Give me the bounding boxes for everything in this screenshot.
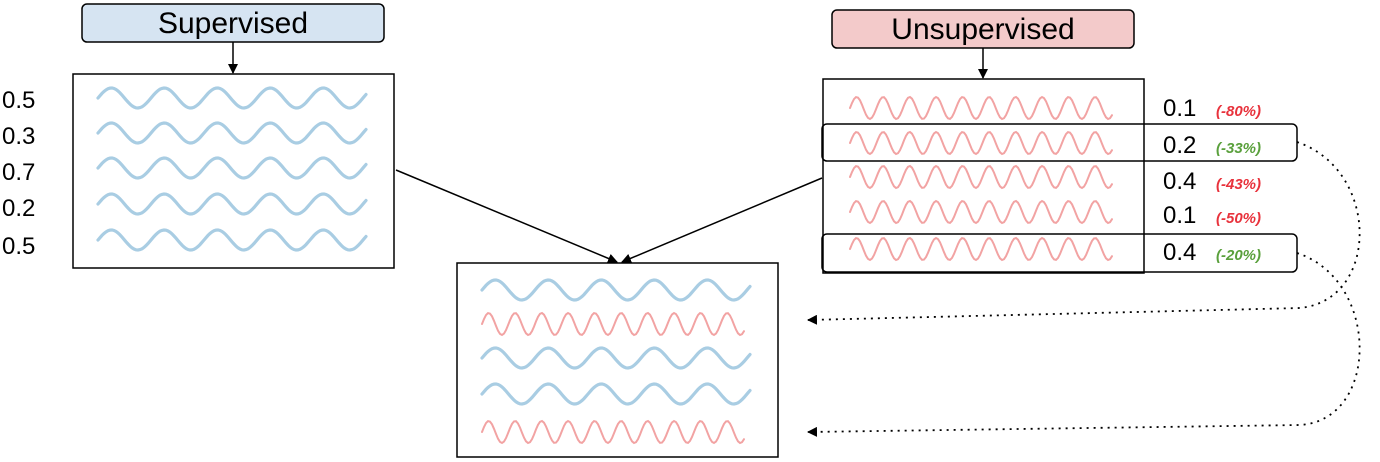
supervised-header: Supervised bbox=[81, 3, 385, 43]
unsupervised-wave bbox=[849, 236, 1113, 262]
supervised-waves bbox=[96, 86, 368, 252]
unsupervised-weight: 0.4 bbox=[1163, 239, 1196, 266]
unsupervised-weight: 0.1 bbox=[1163, 202, 1196, 229]
supervised-header-label: Supervised bbox=[158, 7, 308, 40]
unsupervised-wave bbox=[849, 164, 1113, 190]
supervised-weight: 0.7 bbox=[2, 159, 35, 186]
unsupervised-change: (-50%) bbox=[1216, 210, 1261, 227]
unsupervised-to-merged-arrow bbox=[621, 177, 823, 264]
unsupervised-weight: 0.1 bbox=[1163, 95, 1196, 122]
selected-row-dotted-arrow bbox=[807, 141, 1361, 325]
merged-unsupervised-wave bbox=[481, 311, 745, 337]
unsupervised-change: (-80%) bbox=[1216, 103, 1261, 120]
merged-supervised-wave bbox=[480, 346, 752, 370]
selected-row-dotted-arrow bbox=[807, 252, 1361, 437]
unsupervised-wave bbox=[849, 95, 1113, 121]
unsupervised-wave bbox=[849, 199, 1113, 225]
supervised-wave bbox=[96, 121, 368, 145]
merged-supervised-wave bbox=[480, 278, 752, 302]
supervised-wave bbox=[96, 156, 368, 180]
unsupervised-waves bbox=[849, 95, 1113, 262]
unsupervised-change: (-20%) bbox=[1216, 247, 1261, 264]
supervised-weight: 0.5 bbox=[2, 233, 35, 260]
supervised-wave bbox=[96, 192, 368, 216]
unsupervised-row-label: 0.4 (-43%) bbox=[1163, 168, 1261, 195]
unsupervised-change: (-43%) bbox=[1216, 176, 1261, 193]
supervised-wave bbox=[96, 86, 368, 110]
unsupervised-header-label: Unsupervised bbox=[891, 13, 1074, 46]
supervised-weight: 0.5 bbox=[2, 87, 35, 114]
unsupervised-header: Unsupervised bbox=[831, 9, 1135, 49]
unsupervised-weight: 0.4 bbox=[1163, 168, 1196, 195]
unsupervised-change: (-33%) bbox=[1216, 140, 1261, 157]
supervised-weight: 0.3 bbox=[2, 123, 35, 150]
unsupervised-row-label: 0.1 (-50%) bbox=[1163, 202, 1261, 229]
unsupervised-row-label: 0.2 (-33%) bbox=[1163, 132, 1261, 159]
merged-unsupervised-wave bbox=[481, 419, 745, 445]
unsupervised-row-label: 0.1 (-80%) bbox=[1163, 95, 1261, 122]
unsupervised-wave bbox=[849, 130, 1113, 156]
supervised-wave bbox=[96, 228, 368, 252]
merged-supervised-wave bbox=[480, 382, 752, 406]
supervised-to-merged-arrow bbox=[395, 169, 618, 264]
unsupervised-row-label: 0.4 (-20%) bbox=[1163, 239, 1261, 266]
unsupervised-weight: 0.2 bbox=[1163, 132, 1196, 159]
supervised-weight: 0.2 bbox=[2, 195, 35, 222]
merged-waves bbox=[480, 278, 752, 445]
